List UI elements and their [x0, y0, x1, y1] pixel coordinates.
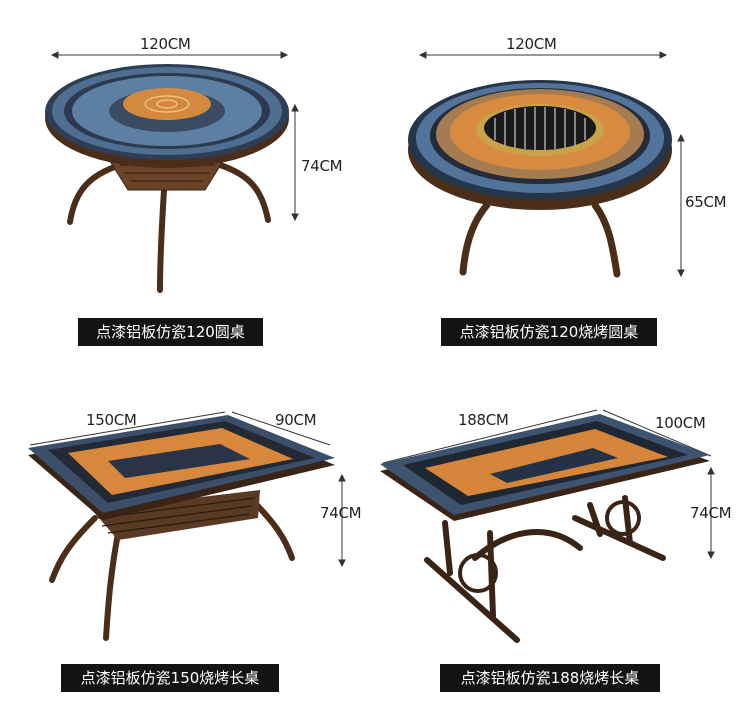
188-bbq-table-depth-label: 100CM	[655, 414, 706, 432]
150-bbq-table-illustration	[28, 411, 346, 641]
150-bbq-table-caption: 点漆铝板仿瓷150烧烤长桌	[61, 664, 279, 692]
product-round-bbq-table: 120CM 65CM 点漆铝板仿瓷120烧烤圆桌	[375, 0, 750, 358]
round-bbq-table-height-label: 65CM	[685, 193, 727, 211]
round-bbq-table-illustration	[408, 51, 685, 278]
round-table-caption: 点漆铝板仿瓷120圆桌	[78, 318, 263, 346]
round-table-height-label: 74CM	[301, 157, 343, 175]
188-bbq-table-illustration	[380, 409, 715, 643]
round-table-width-label: 120CM	[140, 35, 191, 53]
product-150-bbq-table: 150CM 90CM 74CM 点漆铝板仿瓷150烧烤长桌	[0, 358, 375, 716]
product-round-table: 120CM 74CM 点漆铝板仿瓷120圆桌	[0, 0, 375, 358]
round-bbq-table-caption: 点漆铝板仿瓷120烧烤圆桌	[441, 318, 657, 346]
round-bbq-table-width-label: 120CM	[506, 35, 557, 53]
188-bbq-table-height-label: 74CM	[690, 504, 732, 522]
round-table-illustration	[45, 51, 299, 293]
150-bbq-table-height-label: 74CM	[320, 504, 362, 522]
188-bbq-table-width-label: 188CM	[458, 411, 509, 429]
150-bbq-table-width-label: 150CM	[86, 411, 137, 429]
150-bbq-table-depth-label: 90CM	[275, 411, 317, 429]
product-188-bbq-table: 188CM 100CM 74CM 点漆铝板仿瓷188烧烤长桌	[375, 358, 750, 716]
188-bbq-table-caption: 点漆铝板仿瓷188烧烤长桌	[440, 664, 660, 692]
